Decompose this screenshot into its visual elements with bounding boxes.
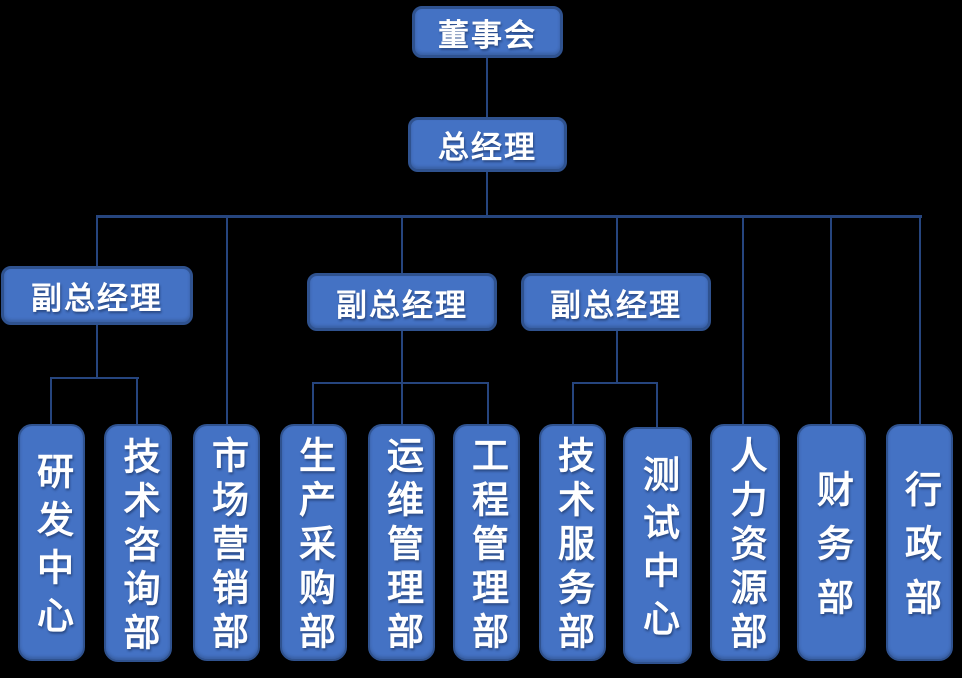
connector-group3-drop-testing bbox=[656, 382, 658, 427]
org-node-dept-admin: 行政部 bbox=[886, 424, 953, 661]
connector-group1-drop-consulting bbox=[136, 377, 138, 427]
connector-deputy1-stub bbox=[96, 324, 98, 379]
org-node-deputy-2-label: 副总经理 bbox=[336, 287, 468, 323]
org-node-dept-rd-center: 研发中心 bbox=[18, 424, 85, 661]
connector-group2-drop-engineering bbox=[487, 382, 489, 427]
org-node-dept-hr-label: 人力资源部 bbox=[725, 436, 766, 656]
org-node-dept-testing-center: 测试中心 bbox=[623, 427, 692, 664]
connector-drop-admin bbox=[919, 215, 921, 427]
org-node-deputy-1: 副总经理 bbox=[1, 266, 193, 325]
connector-group3-bus bbox=[572, 382, 658, 384]
connector-drop-finance bbox=[830, 215, 832, 427]
org-node-dept-production-procurement-label: 生产采购部 bbox=[293, 436, 335, 656]
org-node-board-label: 董事会 bbox=[438, 17, 537, 53]
org-node-dept-tech-consulting-label: 技术咨询部 bbox=[118, 436, 159, 657]
connector-group3-drop-service bbox=[572, 382, 574, 427]
org-node-dept-testing-center-label: 测试中心 bbox=[637, 455, 679, 647]
connector-drop-deputy-2 bbox=[401, 215, 403, 275]
org-node-dept-marketing: 市场营销部 bbox=[193, 424, 260, 661]
org-node-board: 董事会 bbox=[412, 6, 563, 58]
org-node-general-manager: 总经理 bbox=[408, 117, 567, 172]
org-node-dept-finance: 财务部 bbox=[797, 424, 866, 661]
org-node-deputy-3-label: 副总经理 bbox=[550, 287, 682, 323]
org-node-dept-ops-management-label: 运维管理部 bbox=[381, 436, 423, 656]
connector-drop-marketing bbox=[226, 215, 228, 427]
connector-main-bus bbox=[96, 215, 922, 218]
org-node-dept-tech-service: 技术服务部 bbox=[539, 424, 606, 661]
connector-group2-drop-ops bbox=[401, 382, 403, 427]
connector-group2-bus bbox=[312, 382, 489, 384]
connector-group1-bus bbox=[50, 377, 139, 379]
connector-group2-drop-production bbox=[312, 382, 314, 427]
connector-gm-bus bbox=[486, 171, 488, 217]
org-node-deputy-3: 副总经理 bbox=[521, 273, 711, 331]
org-node-general-manager-label: 总经理 bbox=[438, 130, 537, 165]
connector-drop-deputy-1 bbox=[96, 215, 98, 269]
org-node-dept-rd-center-label: 研发中心 bbox=[31, 452, 73, 644]
connector-deputy3-stub bbox=[616, 330, 618, 384]
connector-deputy2-stub bbox=[401, 330, 403, 384]
connector-group1-drop-rd bbox=[50, 377, 52, 427]
org-node-dept-hr: 人力资源部 bbox=[710, 424, 780, 661]
org-node-dept-engineering-management: 工程管理部 bbox=[453, 424, 520, 661]
connector-board-gm bbox=[486, 56, 488, 118]
org-node-dept-tech-service-label: 技术服务部 bbox=[552, 436, 594, 656]
org-node-dept-marketing-label: 市场营销部 bbox=[206, 436, 248, 656]
org-node-dept-finance-label: 财务部 bbox=[811, 470, 853, 632]
org-node-dept-tech-consulting: 技术咨询部 bbox=[104, 424, 172, 662]
org-node-dept-engineering-management-label: 工程管理部 bbox=[466, 436, 508, 656]
connector-drop-deputy-3 bbox=[616, 215, 618, 275]
org-node-dept-ops-management: 运维管理部 bbox=[368, 424, 435, 661]
org-node-dept-production-procurement: 生产采购部 bbox=[280, 424, 347, 661]
org-node-dept-admin-label: 行政部 bbox=[899, 470, 941, 632]
connector-drop-hr bbox=[742, 215, 744, 427]
org-node-deputy-1-label: 副总经理 bbox=[31, 281, 163, 316]
org-node-deputy-2: 副总经理 bbox=[307, 273, 497, 331]
